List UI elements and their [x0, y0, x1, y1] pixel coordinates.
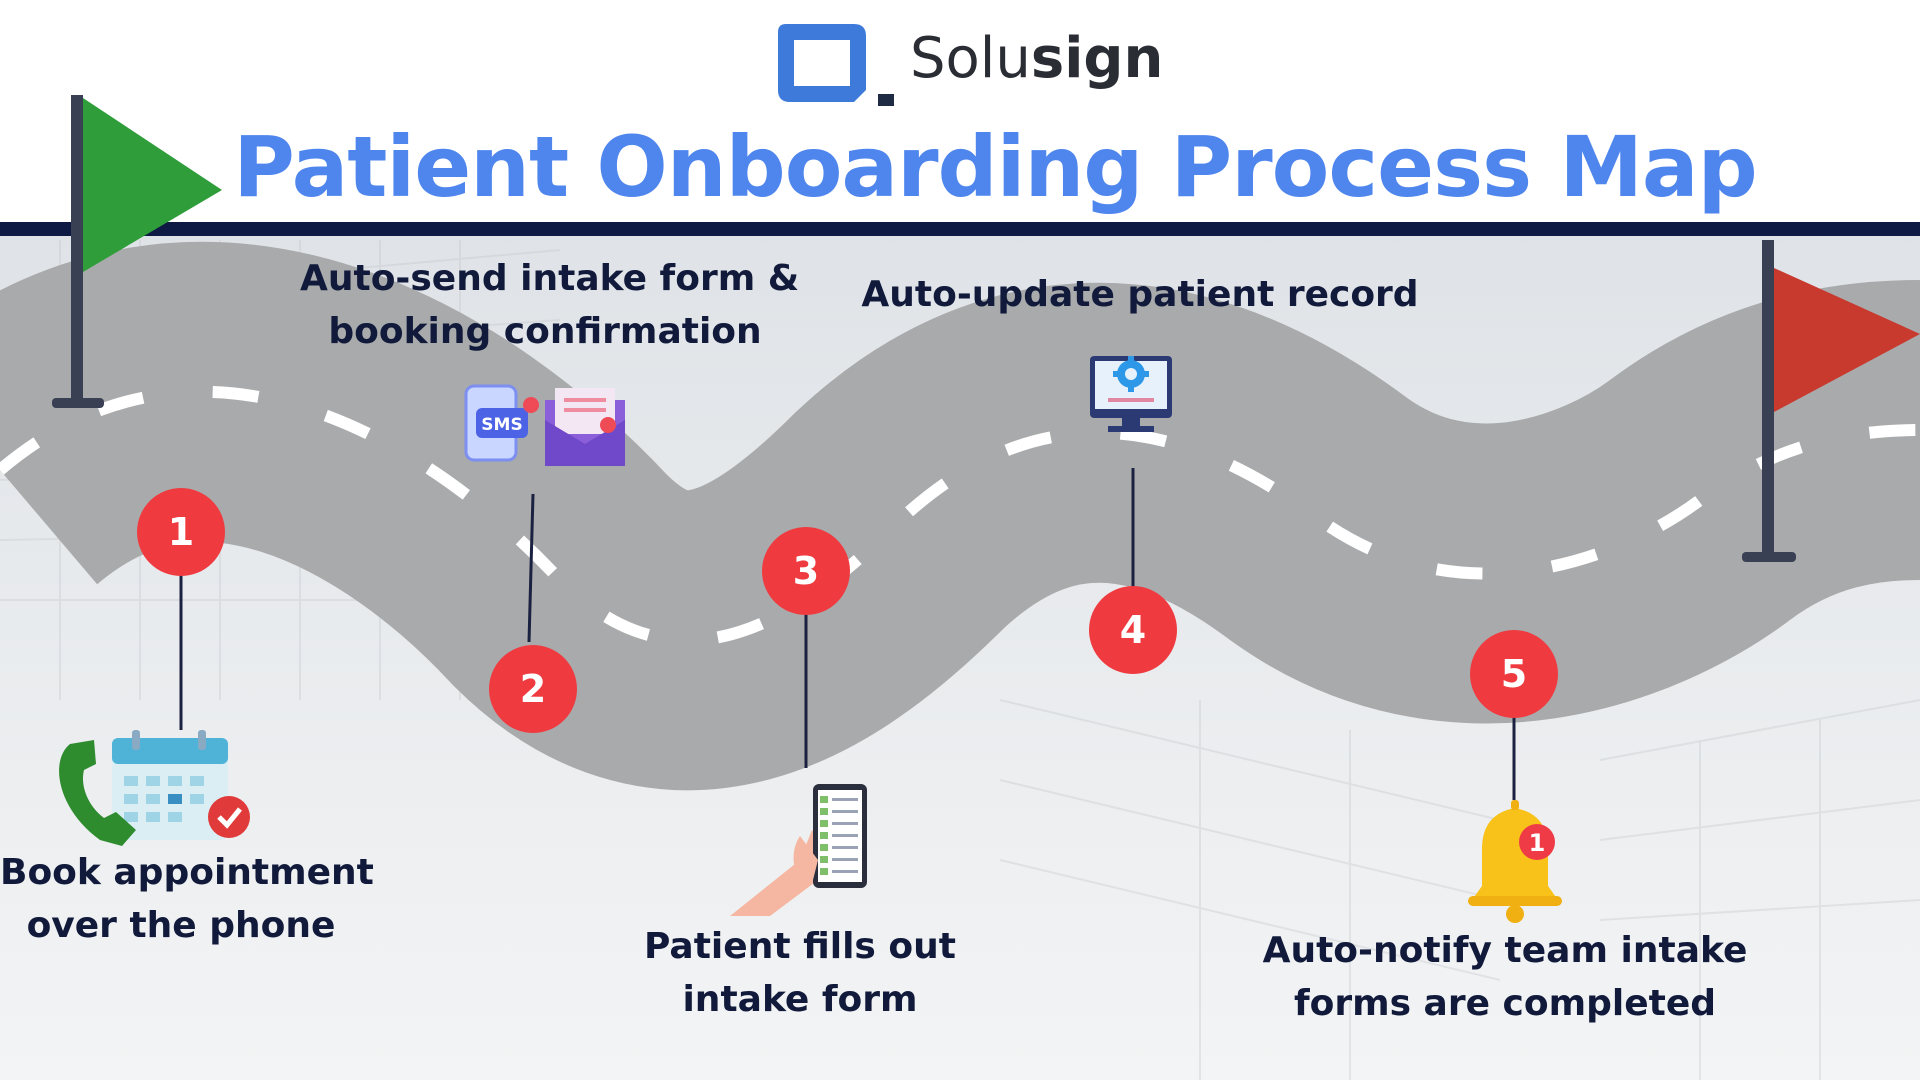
page-title: Patient Onboarding Process Map — [233, 118, 1757, 216]
step-5-caption: Auto-notify team intake forms are comple… — [1240, 924, 1770, 1030]
step-1-marker: 1 — [137, 488, 225, 576]
brand-name: Solusign — [910, 26, 1163, 91]
step-1-line-2: over the phone — [26, 905, 336, 946]
step-2-caption: Auto-send intake form & booking confirma… — [300, 252, 800, 358]
step-3-line-1: Patient fills out — [644, 926, 956, 967]
sms-email-icon: SMS — [464, 384, 625, 466]
step-5-line-2: forms are completed — [1293, 983, 1717, 1024]
phone-calendar-icon — [59, 730, 250, 846]
step-4-marker: 4 — [1089, 586, 1177, 674]
step-1-line-1: Book appointment — [0, 852, 374, 893]
solusign-logo — [778, 24, 894, 106]
step-2-line-2: booking confirmation — [328, 311, 762, 352]
step-1-caption: Book appointment over the phone — [0, 846, 374, 952]
step-4-caption: Auto-update patient record — [860, 268, 1420, 321]
phone-checklist-icon — [730, 784, 867, 916]
step-3-caption: Patient fills out intake form — [620, 920, 980, 1026]
bell-badge-count: 1 — [1529, 829, 1546, 857]
step-3-marker: 3 — [762, 527, 850, 615]
step-4-line-1: Auto-update patient record — [861, 274, 1419, 315]
step-5-marker: 5 — [1470, 630, 1558, 718]
brand-name-part2: sign — [1030, 26, 1164, 91]
end-flag-icon — [1742, 240, 1920, 562]
start-flag-icon — [52, 95, 222, 408]
step-2-line-1: Auto-send intake form & — [300, 258, 800, 299]
step-2-marker: 2 — [489, 645, 577, 733]
sms-label: SMS — [481, 415, 522, 435]
connector-lines — [179, 468, 1516, 800]
monitor-gear-icon — [1090, 356, 1172, 432]
step-3-line-2: intake form — [682, 979, 918, 1020]
header-rule — [0, 222, 1920, 236]
brand-name-part1: Solu — [910, 26, 1031, 91]
bell-notification-icon: 1 — [1468, 800, 1562, 923]
road-lane-markings — [0, 385, 1920, 647]
step-5-line-1: Auto-notify team intake — [1262, 930, 1748, 971]
